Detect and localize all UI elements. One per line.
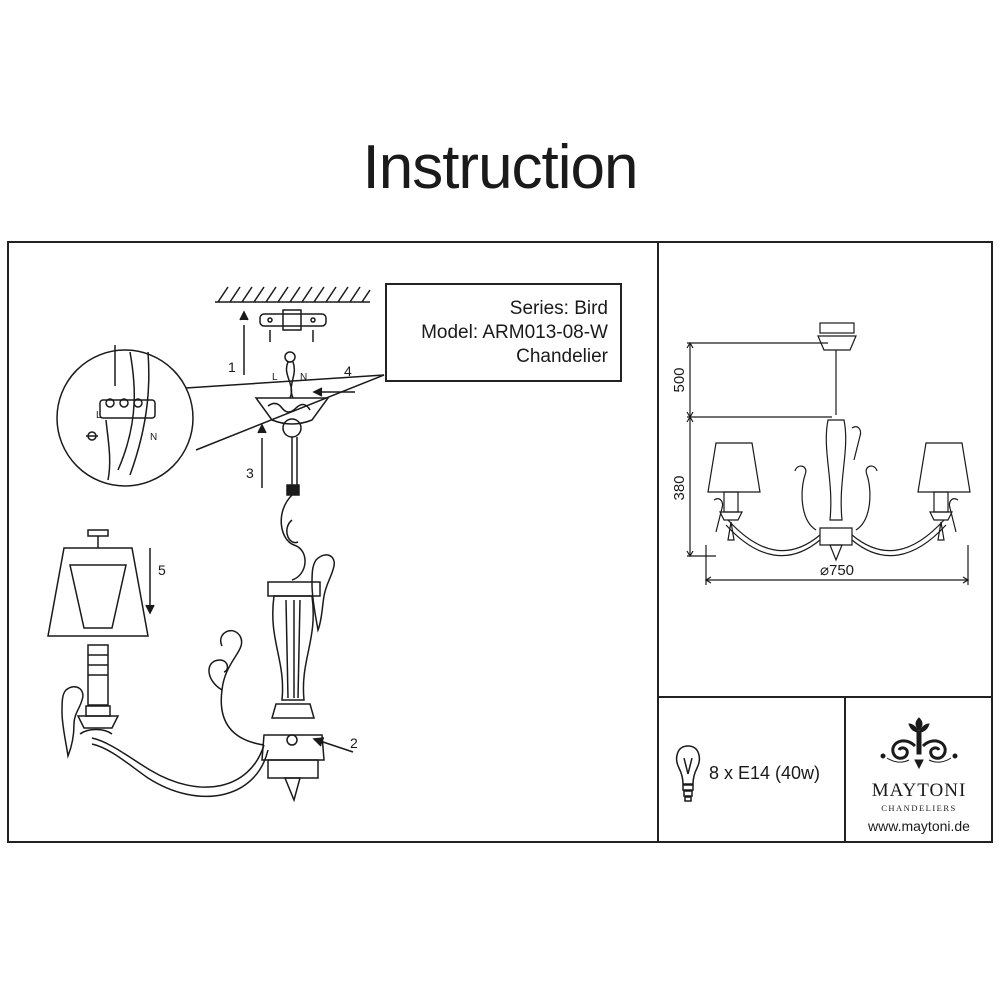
divider-vertical-footer [844,696,846,843]
dimension-height-top: 500 [671,367,688,392]
maytoni-logo [880,717,958,770]
model-label: Model: ARM013-08-W [421,322,608,343]
step-3-label: 3 [246,465,254,481]
bulb-spec: 8 x E14 (40w) [709,763,821,783]
step-4-label: 4 [344,363,352,379]
brand-subtitle: CHANDELIERS [881,803,957,813]
series-label: Series: Bird [509,298,608,319]
step-arrows [145,310,355,753]
brand-name: MAYTONI [871,780,967,801]
ceiling-hatch [215,286,371,303]
mounting-bracket [259,309,327,342]
step-5-label: 5 [158,562,166,578]
page-title: Instruction [362,133,638,202]
step-1-label: 1 [228,359,236,375]
detail-live-label: L [96,410,102,421]
candle-holder [76,644,120,735]
dimension-diameter: ⌀750 [820,562,854,579]
light-bulb-icon [676,745,700,802]
type-label: Chandelier [516,346,608,367]
detail-neutral-label: N [150,432,157,443]
dimension-drawing: 500 380 ⌀750 [671,322,971,585]
instruction-frame [7,241,993,843]
assembly-diagram: 1 2 3 4 5 L N L N [47,286,385,803]
canopy [254,397,330,438]
divider-vertical-main [657,241,659,843]
central-column [261,581,325,803]
divider-horizontal-right [657,696,993,698]
light-arm [91,629,269,798]
lamp-shade [47,529,149,637]
dimension-height-bottom: 380 [671,475,688,500]
step-2-label: 2 [350,735,358,751]
brand-url[interactable]: www.maytoni.de [868,818,970,834]
wire-neutral-label: N [300,372,307,383]
wiring-detail [56,345,385,487]
wire-live-label: L [272,372,278,383]
product-info-box: Series: Bird Model: ARM013-08-W Chandeli… [385,283,622,382]
